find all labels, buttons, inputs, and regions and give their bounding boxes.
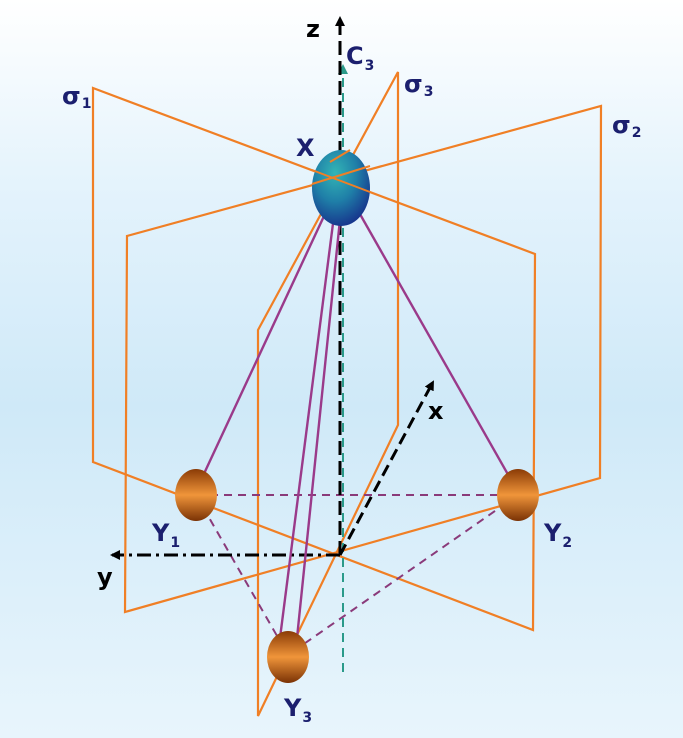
dashed-bond-y1-y3	[195, 494, 289, 656]
y1-label-main: Y	[151, 519, 170, 547]
sigma2-label: σ2	[612, 111, 641, 141]
bond-x-y3-b	[295, 199, 344, 639]
y2-label: Y2	[543, 519, 572, 551]
plane-sigma-1-edge-over-x	[311, 169, 371, 193]
atom-x	[312, 150, 370, 226]
plane-sigma-1	[91, 86, 537, 632]
c3-label: C3	[346, 42, 374, 74]
plane-sigma-2	[123, 104, 603, 614]
plane-sigma-2-edge-over-x	[311, 165, 371, 185]
y2-label-main: Y	[543, 519, 562, 547]
plane-sigma-3-edge-over-x	[329, 149, 351, 163]
atom-x-label: X	[296, 134, 315, 162]
sigma1-label-sub: 1	[82, 96, 92, 112]
sigma2-label-sub: 2	[632, 125, 642, 141]
bond-x-y2	[342, 185, 512, 479]
atom-y3	[267, 631, 309, 683]
axis-x-label: x	[428, 397, 444, 425]
sigma1-label: σ1	[62, 82, 91, 112]
bond-x-y3-a	[278, 199, 338, 639]
y3-label-main: Y	[283, 694, 302, 722]
atom-y2	[497, 469, 539, 521]
plane-sigma-3	[256, 71, 400, 717]
sigma1-label-main: σ	[62, 82, 81, 110]
bond-x-y1	[200, 185, 340, 479]
x-axis	[338, 380, 435, 556]
sigma3-label-main: σ	[404, 70, 423, 98]
sigma3-label: σ3	[404, 70, 433, 100]
dashed-bond-y2-y3	[287, 494, 519, 656]
sigma2-label-main: σ	[612, 111, 631, 139]
y1-label-sub: 1	[170, 535, 180, 551]
atom-y1	[175, 469, 217, 521]
axis-y-label: y	[97, 563, 113, 591]
y3-label: Y3	[283, 694, 312, 726]
y2-label-sub: 2	[562, 535, 572, 551]
c3-label-sub: 3	[365, 58, 375, 74]
c3-label-main: C	[346, 42, 364, 70]
axis-z-label: z	[306, 15, 320, 43]
y1-label: Y1	[151, 519, 180, 551]
sigma3-label-sub: 3	[424, 84, 434, 100]
y3-label-sub: 3	[302, 710, 312, 726]
